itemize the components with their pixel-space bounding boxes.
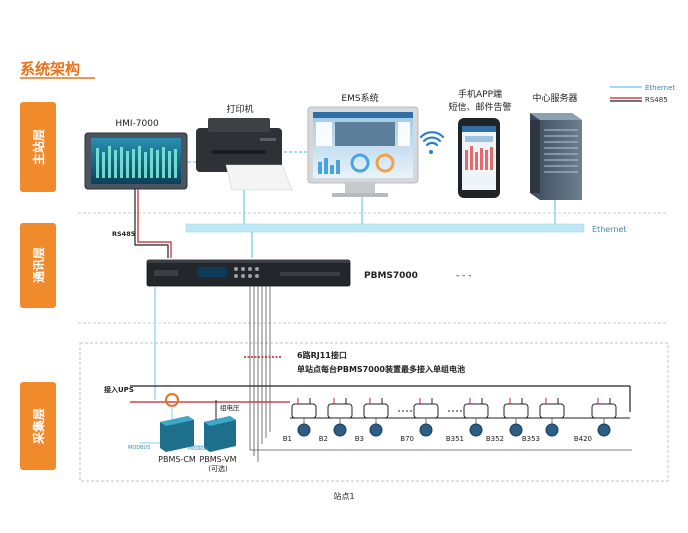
printer-label: 打印机 bbox=[226, 103, 253, 115]
legend: Ethernet RS485 bbox=[610, 84, 675, 104]
battery-cell: B352 bbox=[486, 398, 529, 443]
ups-connection bbox=[130, 385, 631, 412]
group-voltage-label: 组电压 bbox=[220, 403, 240, 412]
hmi-label: HMI-7000 bbox=[115, 119, 159, 129]
pbms-vm-label: PBMS-VM bbox=[199, 455, 236, 464]
layer-label-communication: 通讯层 bbox=[31, 247, 46, 283]
legend-ethernet-label: Ethernet bbox=[645, 84, 675, 92]
ethernet-links-upper bbox=[188, 151, 556, 226]
battery-cell: B1 bbox=[283, 398, 317, 443]
battery-sensor-icon bbox=[597, 423, 611, 437]
battery-label: B351 bbox=[446, 435, 464, 443]
battery-sensor-icon bbox=[369, 423, 383, 437]
rs485-link-hmi bbox=[134, 189, 172, 258]
modbus-label-1: MODBUS bbox=[128, 445, 150, 451]
ethernet-bus bbox=[185, 223, 585, 233]
battery-cell: B2 bbox=[319, 398, 353, 443]
layer-tab-main-station: 主站层 bbox=[20, 102, 56, 192]
hmi-screen-bars bbox=[96, 146, 177, 178]
battery-label: B2 bbox=[319, 435, 328, 443]
battery-sensor-icon bbox=[333, 423, 347, 437]
pbms-cm-label: PBMS-CM bbox=[158, 455, 196, 464]
server-label: 中心服务器 bbox=[532, 92, 577, 104]
pbms7000-unit bbox=[146, 259, 351, 287]
hmi-7000-device: HMI-7000 bbox=[84, 119, 188, 190]
pbms7000-more-units: - - - bbox=[456, 271, 471, 281]
modbus-label-2: MODBUS bbox=[188, 446, 208, 452]
pbms-vm-module bbox=[204, 400, 236, 452]
battery-label: B3 bbox=[355, 435, 364, 443]
ems-system-device: EMS系统 bbox=[307, 92, 419, 197]
layer-label-acquisition: 采集层 bbox=[31, 408, 46, 445]
battery-cell: B351 bbox=[446, 398, 489, 443]
battery-label: B1 bbox=[283, 435, 292, 443]
rj11-label: 6路RJ11接口 bbox=[297, 350, 347, 360]
app-label-line1: 手机APP端 bbox=[458, 88, 502, 100]
battery-cell: B420 bbox=[574, 398, 617, 443]
wifi-icon bbox=[419, 131, 445, 154]
battery-label: B352 bbox=[486, 435, 504, 443]
battery-label: B353 bbox=[522, 435, 540, 443]
acquisition-frame bbox=[79, 342, 669, 482]
ems-label: EMS系统 bbox=[341, 92, 378, 104]
central-server-device: 中心服务器 bbox=[530, 92, 582, 200]
rs485-link-label: RS485 bbox=[112, 230, 136, 238]
page-title: 系统架构 bbox=[20, 60, 80, 78]
battery-sensor-icon bbox=[509, 423, 523, 437]
battery-sensor-icon bbox=[469, 423, 483, 437]
printer-device: 打印机 bbox=[196, 103, 293, 191]
pbms-vm-note: (可选) bbox=[208, 464, 228, 473]
mobile-app-device: 手机APP端 短信、邮件告警 bbox=[448, 88, 512, 198]
battery-sensor-icon bbox=[297, 423, 311, 437]
battery-sensor-icon bbox=[545, 423, 559, 437]
battery-cell: B3 bbox=[355, 398, 389, 443]
battery-label: B70 bbox=[400, 435, 414, 443]
battery-sensor-icon bbox=[419, 423, 433, 437]
layer-tab-acquisition: 采集层 bbox=[20, 382, 56, 470]
battery-cell: B353 bbox=[522, 398, 565, 443]
app-label-line2: 短信、邮件告警 bbox=[448, 101, 511, 113]
battery-cell: B70 bbox=[400, 398, 439, 443]
layer-tab-communication: 通讯层 bbox=[20, 223, 56, 308]
battery-label: B420 bbox=[574, 435, 592, 443]
ethernet-bus-label: Ethernet bbox=[592, 225, 626, 234]
legend-rs485-label: RS485 bbox=[645, 96, 668, 104]
station-label: 站点1 bbox=[333, 491, 354, 501]
pbms7000-label: PBMS7000 bbox=[364, 271, 418, 281]
layer-label-main-station: 主站层 bbox=[31, 129, 46, 165]
rj11-lines bbox=[249, 286, 271, 462]
battery-chain: B1 B2 B3 B70 B351 B352 B353 B420 bbox=[250, 398, 632, 451]
pbms-cm-module bbox=[160, 406, 194, 452]
ups-label: 接入UPS bbox=[104, 385, 134, 394]
current-sensor-icon bbox=[165, 393, 179, 407]
rj11-note: 单站点每台PBMS7000装置最多接入单组电池 bbox=[297, 364, 465, 374]
